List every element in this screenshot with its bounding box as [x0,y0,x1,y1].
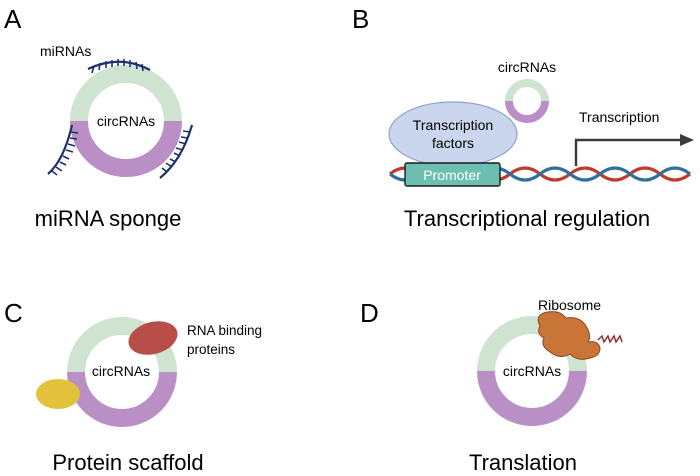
circrna-small-top [505,79,549,102]
rbp-label-line2: proteins [187,342,235,357]
circrna-label-c: circRNAs [92,363,150,379]
circrna-label-a: circRNAs [97,113,155,129]
panel-a: A circRNAs miRNAs miRNA sponge [4,4,194,231]
ribosome-label: Ribosome [538,297,601,313]
caption-b: Transcriptional regulation [404,206,650,231]
rbp-label-line1: RNA binding [187,323,262,338]
rna-binding-protein-shape [128,321,178,355]
caption-a: miRNA sponge [35,206,182,231]
panel-d: D circRNAs Ribosome Translation [360,297,623,475]
peptide-chain [597,334,623,344]
mirna-strand-top [87,59,151,74]
circrna-bottom-half [70,120,182,177]
mirna-strand-right [159,124,194,179]
panel-letter-b: B [352,4,369,34]
circrna-top-half [70,65,182,122]
panel-letter-a: A [4,4,22,34]
mirna-label: miRNAs [40,43,91,59]
circrna-label-b: circRNAs [498,59,556,75]
circrna-ring-b [505,79,549,123]
circrna-bottom-half [67,371,177,427]
tf-label-line2: factors [432,135,474,151]
caption-c: Protein scaffold [52,450,203,475]
circrna-bottom-half [477,370,587,426]
transcription-factors-blob [388,101,518,167]
circrna-label-d: circRNAs [503,363,561,379]
panel-letter-d: D [360,298,379,328]
panel-b: B circRNAs Transcription factors Promote… [352,4,694,231]
promoter-label: Promoter [423,167,481,183]
caption-d: Translation [469,450,577,475]
circrna-ring-a [70,65,182,177]
yellow-protein-shape [36,379,80,409]
promoter-box [404,162,501,187]
circrna-top-half [67,317,177,373]
transcription-label: Transcription [579,109,659,125]
panel-letter-c: C [4,298,23,328]
circrna-small-bottom [505,100,549,123]
ribosome-shape [537,311,601,360]
transcription-arrow [574,134,694,166]
circrna-ring-c [67,317,177,427]
mirna-strand-left [47,124,79,176]
tf-label-line1: Transcription [413,117,493,133]
panel-c: C circRNAs RNA binding proteins Protein … [4,298,262,475]
